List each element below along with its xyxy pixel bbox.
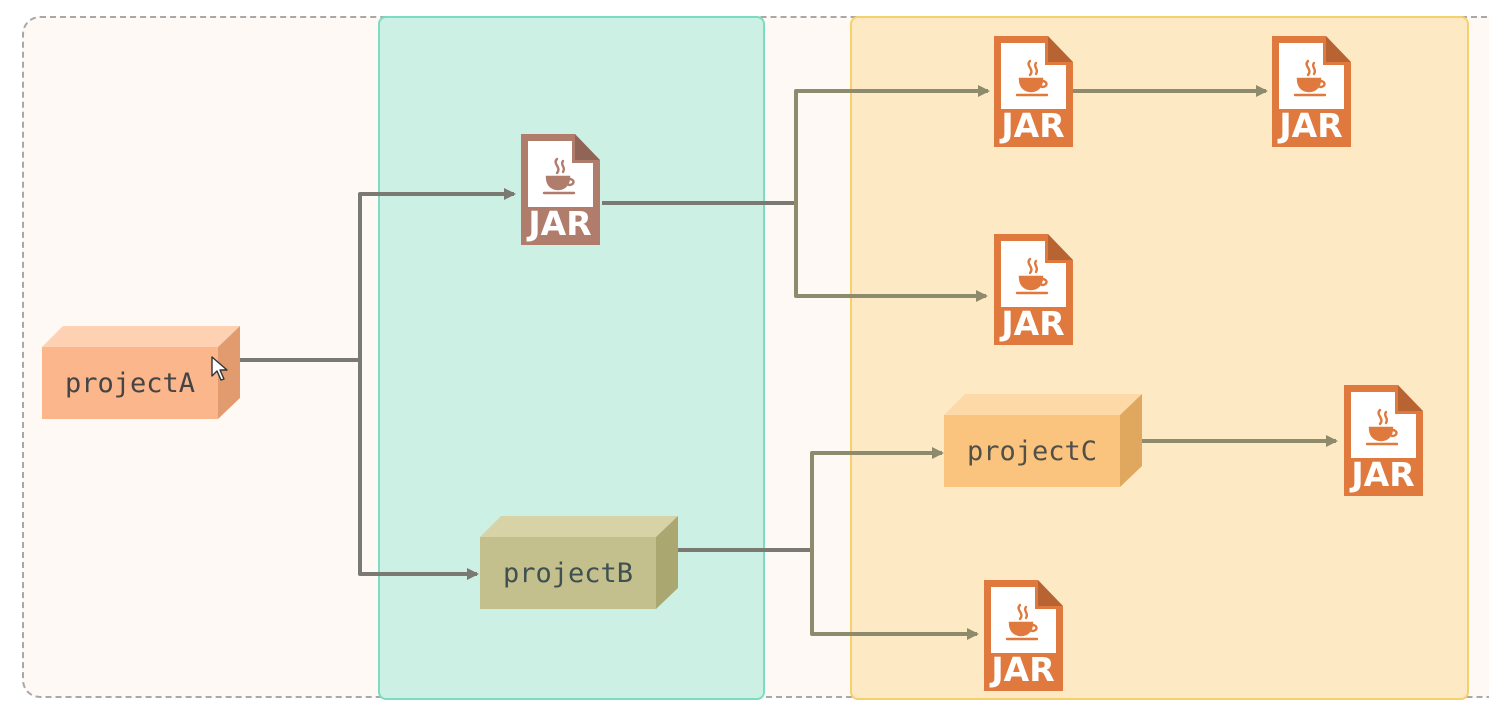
java-coffee-cup-icon [1365, 408, 1399, 446]
project-c-top-face [944, 394, 1142, 415]
jar-label: JAR [1001, 106, 1065, 145]
jar-file-1[interactable]: JAR [517, 131, 603, 249]
jar-label: JAR [528, 204, 592, 243]
edge-jar1-to-jar2 [794, 85, 990, 203]
jar-file-3[interactable]: JAR [1268, 33, 1354, 151]
jar-file-shape [994, 234, 1073, 345]
java-coffee-cup-icon [1015, 59, 1049, 97]
project-b-label: projectB [480, 537, 656, 609]
jar-file-4[interactable]: JAR [990, 231, 1076, 349]
jar-label: JAR [991, 650, 1055, 689]
transitive-dependency-zone [850, 16, 1469, 700]
jar-label: JAR [1351, 455, 1415, 494]
project-b-side-face [656, 516, 678, 609]
project-a-node[interactable]: projectA [42, 326, 240, 419]
project-b-top-face [480, 516, 678, 537]
project-c-label: projectC [944, 415, 1120, 487]
jar-label: JAR [1279, 106, 1343, 145]
jar-file-6[interactable]: JAR [980, 577, 1066, 695]
project-a-side-face [218, 326, 240, 419]
jar-file-5[interactable]: JAR [1340, 382, 1426, 500]
mouse-pointer-icon [211, 356, 228, 381]
edge-jar1-to-jar4 [794, 203, 988, 302]
project-c-node[interactable]: projectC [944, 394, 1142, 487]
java-coffee-cup-icon [1005, 603, 1039, 641]
jar-file-2[interactable]: JAR [990, 33, 1076, 151]
jar-file-shape [1344, 385, 1423, 496]
edge-b-to-jar6 [810, 550, 979, 640]
jar-file-shape [1272, 36, 1351, 147]
jar-label: JAR [1001, 304, 1065, 343]
project-a-label: projectA [42, 347, 218, 419]
edge-b-to-projectc [810, 447, 944, 550]
edge-a-to-jar1 [358, 188, 516, 360]
jar-file-shape [984, 580, 1063, 691]
java-coffee-cup-icon [1293, 59, 1327, 97]
java-coffee-cup-icon [1015, 257, 1049, 295]
jar-file-shape [521, 134, 600, 245]
edge-a-to-projectb [358, 360, 479, 580]
project-c-side-face [1120, 394, 1142, 487]
java-coffee-cup-icon [542, 157, 576, 195]
project-a-top-face [42, 326, 240, 347]
jar-file-shape [994, 36, 1073, 147]
project-b-node[interactable]: projectB [480, 516, 678, 609]
